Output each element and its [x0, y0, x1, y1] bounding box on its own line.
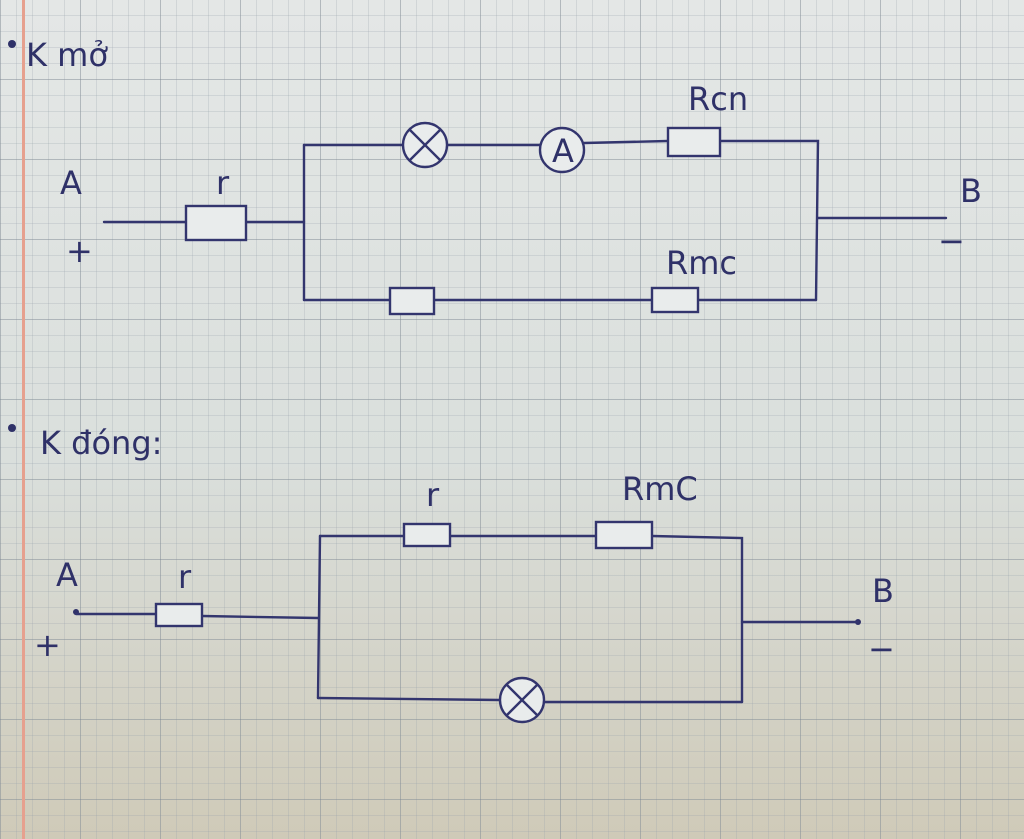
label-rmc-open: Rmc: [666, 244, 737, 282]
ammeter-icon-open: A: [538, 126, 586, 174]
resistor-rmc-open: [650, 286, 700, 314]
margin-line: [22, 0, 25, 839]
terminal-a-sign-closed: +: [34, 626, 61, 664]
section-closed-title: K đóng:: [40, 424, 162, 462]
wire-r-to-node-closed: [200, 614, 320, 620]
resistor-rcn: [666, 126, 722, 158]
bullet-closed: [8, 424, 16, 432]
terminal-b-open: B: [960, 172, 982, 210]
terminal-b-closed: B: [872, 572, 894, 610]
label-r-open: r: [216, 164, 230, 202]
resistor-r-top-closed: [402, 522, 452, 548]
label-rmc-closed: RmC: [622, 470, 698, 508]
resistor-r-closed: [154, 602, 204, 628]
resistor-rmc-closed: [594, 520, 654, 550]
wire-top-3-open: [582, 139, 670, 145]
wire-top-right-closed: [650, 534, 744, 704]
resistor-r-open: [184, 204, 248, 242]
section-open-title: K mở: [26, 36, 108, 74]
ammeter-label: A: [552, 132, 574, 170]
wire-bottom-1-closed: [316, 696, 502, 702]
terminal-a-open: A: [60, 164, 82, 202]
terminal-a-sign-open: +: [66, 232, 93, 270]
label-rcn: Rcn: [688, 80, 748, 118]
terminal-b-sign-open: −: [938, 222, 965, 260]
label-r-closed: r: [178, 558, 192, 596]
label-r-top-closed: r: [426, 476, 440, 514]
bullet-open: [8, 40, 16, 48]
terminal-b-sign-closed: −: [868, 630, 895, 668]
section-open: K mở A + B − r: [8, 36, 982, 316]
terminal-a-closed: A: [56, 556, 78, 594]
lamp-icon-open: [401, 121, 449, 169]
wire-left-node-closed: [316, 534, 322, 700]
lamp-icon-closed: [498, 676, 546, 724]
resistor-bottom-unlabeled: [388, 286, 436, 316]
section-closed: K đóng: A + B − r r RmC: [8, 424, 895, 724]
wire-top-right-open: [718, 139, 820, 302]
